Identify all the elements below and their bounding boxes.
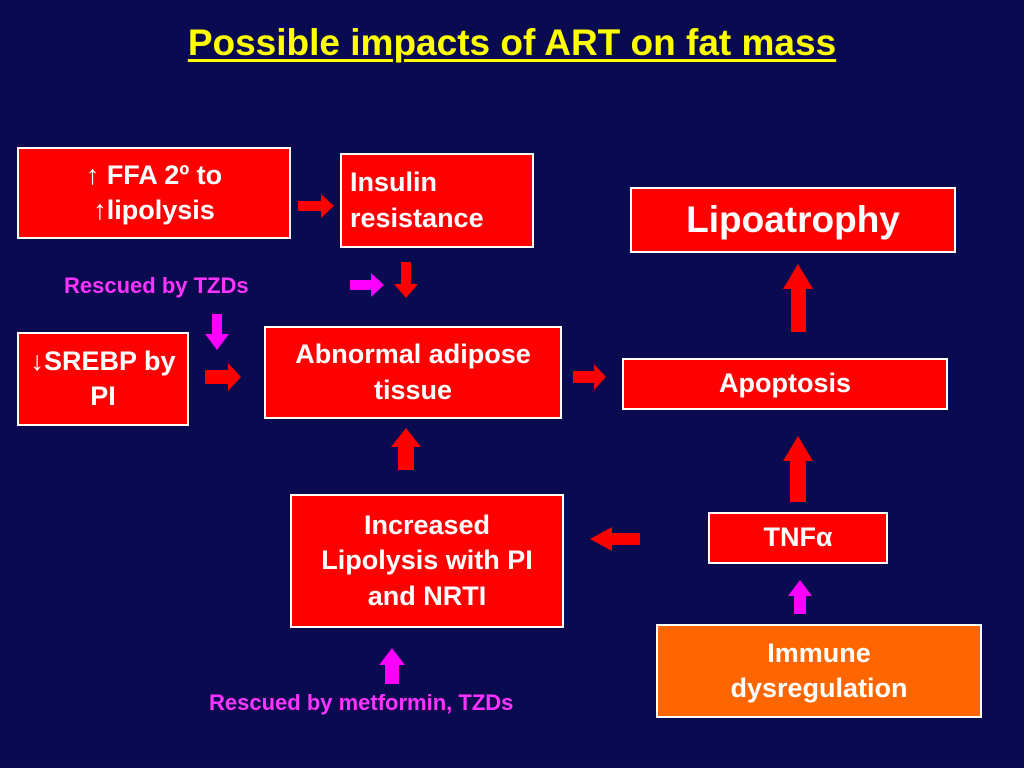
lipoatrophy-box: Lipoatrophy — [630, 187, 956, 253]
arrow-tnf-to-apoptosis — [783, 436, 813, 502]
arrow-metformin-up — [379, 648, 405, 684]
arrow-srebp-to-abnormal — [205, 363, 241, 391]
arrow-lipolysis-to-abnormal — [391, 428, 421, 470]
tnf-box: TNFα — [708, 512, 888, 564]
srebp-label: ↓SREBP by PI — [30, 345, 176, 411]
ffa-box: ↑ FFA 2º to ↑lipolysis — [17, 147, 291, 239]
immune-dysregulation-label: Immune dysregulation — [730, 637, 908, 703]
lipoatrophy-label: Lipoatrophy — [686, 198, 900, 240]
abnormal-adipose-label: Abnormal adipose tissue — [295, 339, 531, 405]
arrow-abnormal-to-apoptosis — [573, 364, 606, 390]
srebp-box: ↓SREBP by PI — [17, 332, 189, 426]
rescued-by-tzds-note: Rescued by TZDs — [64, 273, 249, 298]
immune-dysregulation-box: Immune dysregulation — [656, 624, 982, 718]
increased-lipolysis-box: Increased Lipolysis with PI and NRTI — [290, 494, 564, 628]
abnormal-adipose-box: Abnormal adipose tissue — [264, 326, 562, 419]
arrow-tzds-down — [205, 314, 229, 350]
arrow-tzds-right — [350, 273, 384, 297]
rescued-by-metformin-note: Rescued by metformin, TZDs — [209, 690, 514, 715]
insulin-resistance-box: Insulin resistance — [340, 153, 534, 248]
ffa-label: ↑ FFA 2º to ↑lipolysis — [85, 159, 223, 225]
apoptosis-label: Apoptosis — [719, 368, 851, 399]
insulin-resistance-label: Insulin resistance — [350, 167, 484, 233]
apoptosis-box: Apoptosis — [622, 358, 948, 410]
arrow-apoptosis-to-lipoatrophy — [783, 264, 813, 332]
arrow-ffa-to-insulin — [298, 194, 334, 218]
arrow-insulin-to-abnormal — [394, 262, 418, 298]
page-title: Possible impacts of ART on fat mass — [187, 22, 837, 63]
increased-lipolysis-label: Increased Lipolysis with PI and NRTI — [321, 510, 533, 611]
tnf-label: TNFα — [763, 522, 833, 553]
arrow-immune-to-tnf — [788, 580, 812, 614]
arrow-tnf-to-lipolysis — [590, 527, 640, 551]
